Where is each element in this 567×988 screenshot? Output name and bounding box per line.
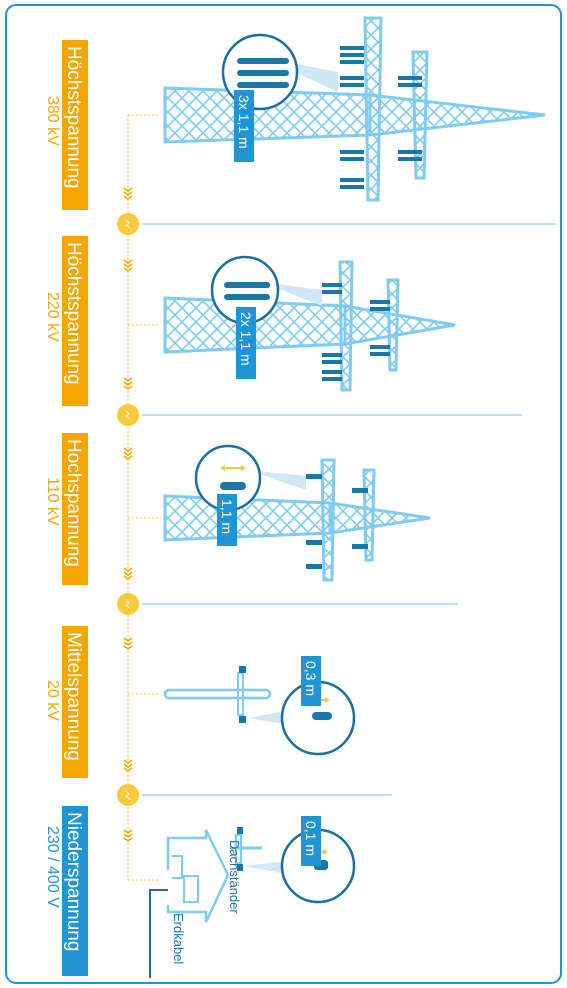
voltage-20kv: 20 kV xyxy=(44,680,61,721)
distance-badge-20kv: 0,3 m xyxy=(301,656,321,706)
level-badge-110kv: Hochspannung xyxy=(62,433,88,585)
svg-text:0,3 m: 0,3 m xyxy=(303,661,319,696)
voltage-110kv: 110 kV xyxy=(44,477,61,526)
lightning-bolt-icon xyxy=(117,213,139,235)
chevron-right-icon xyxy=(123,637,133,650)
pole-20kv xyxy=(163,666,356,756)
voltage-380kv: 380 kV xyxy=(44,96,61,146)
svg-text:3x 1,1 m: 3x 1,1 m xyxy=(236,95,252,149)
distance-badge-110kv: 1,1 m xyxy=(217,494,237,546)
ground-cable-label: Erdkabel xyxy=(171,913,186,964)
svg-text:Hochspannung: Hochspannung xyxy=(63,439,84,567)
chevron-right-icon xyxy=(123,759,133,772)
lightning-bolt-icon xyxy=(117,784,139,806)
level-badge-low: Niederspannung xyxy=(62,806,88,976)
svg-text:Höchstspannung: Höchstspannung xyxy=(63,46,84,189)
tower-220kv xyxy=(163,255,456,392)
lightning-bolt-icon xyxy=(117,593,139,615)
chevron-right-icon xyxy=(123,829,133,842)
svg-text:0,1 m: 0,1 m xyxy=(303,821,319,856)
chevron-right-icon xyxy=(123,187,133,200)
svg-text:1,1 m: 1,1 m xyxy=(219,499,235,534)
distance-badge-380kv: 3x 1,1 m xyxy=(234,90,254,162)
distance-badge-220kv: 2x 1,1 m xyxy=(236,307,256,379)
chevron-right-icon xyxy=(123,377,133,390)
distance-badge-low: 0,1 m xyxy=(301,816,321,866)
outer-frame xyxy=(5,4,562,984)
voltage-220kv: 220 kV xyxy=(44,292,61,342)
svg-text:2x 1,1 m: 2x 1,1 m xyxy=(238,312,254,366)
voltage-low: 230 / 400 V xyxy=(44,826,61,908)
chevron-right-icon xyxy=(123,447,133,460)
svg-text:Niederspannung: Niederspannung xyxy=(63,812,84,951)
double-arrow-icon xyxy=(220,465,246,471)
level-badge-220kv: Höchstspannung xyxy=(62,236,88,406)
chevron-right-icon xyxy=(123,259,133,272)
roof-mount-label: Dachständer xyxy=(227,840,242,914)
level-badge-380kv: Höchstspannung xyxy=(62,40,88,210)
level-badge-20kv: Mittelspannung xyxy=(62,626,88,778)
chevron-right-icon xyxy=(123,567,133,580)
svg-text:Mittelspannung: Mittelspannung xyxy=(63,632,84,761)
tower-380kv xyxy=(163,16,546,202)
lightning-bolt-icon xyxy=(117,404,139,426)
svg-text:Höchstspannung: Höchstspannung xyxy=(63,242,84,385)
tower-110kv xyxy=(163,444,431,582)
